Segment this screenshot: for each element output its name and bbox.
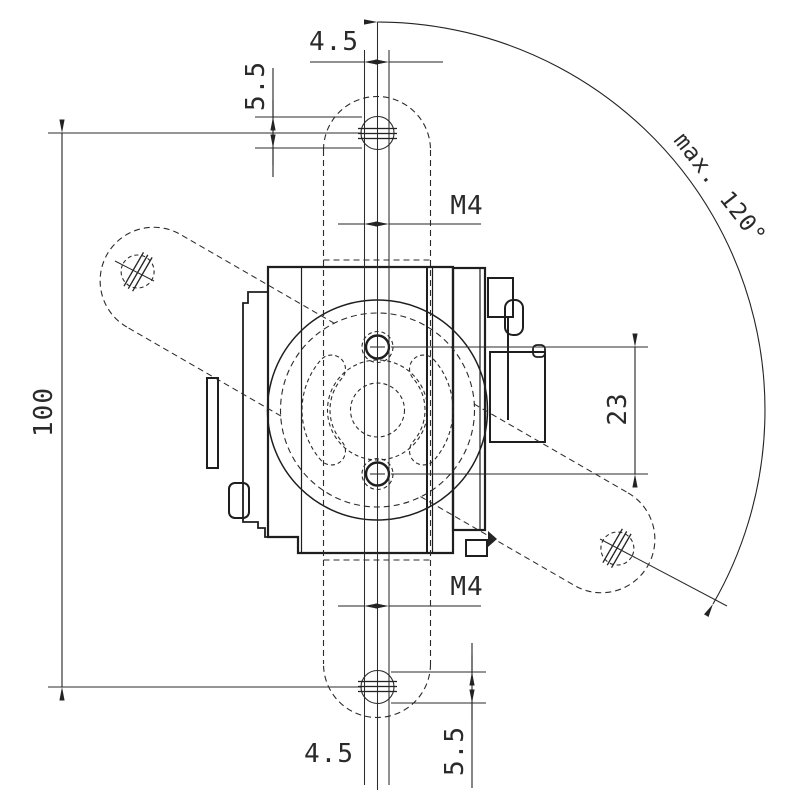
label-overall-height: 100 <box>29 387 59 437</box>
label-thread-bottom: M4 <box>450 572 483 602</box>
connector-notch <box>488 531 497 547</box>
label-thread-top: M4 <box>450 191 483 221</box>
label-max-rotation: max. 120° <box>668 128 771 249</box>
label-slot-length-top: 5.5 <box>241 61 271 111</box>
encoder-body <box>206 265 546 557</box>
label-hole-spacing: 23 <box>603 392 633 425</box>
dimension-labels: 4.5 5.5 M4 100 23 max. 120° M4 4.5 5.5 <box>29 27 771 776</box>
label-slot-length-bottom: 5.5 <box>440 726 470 776</box>
label-slot-width-top: 4.5 <box>309 27 359 57</box>
dimension-lines <box>59 19 766 788</box>
label-slot-width-bottom: 4.5 <box>304 739 354 769</box>
